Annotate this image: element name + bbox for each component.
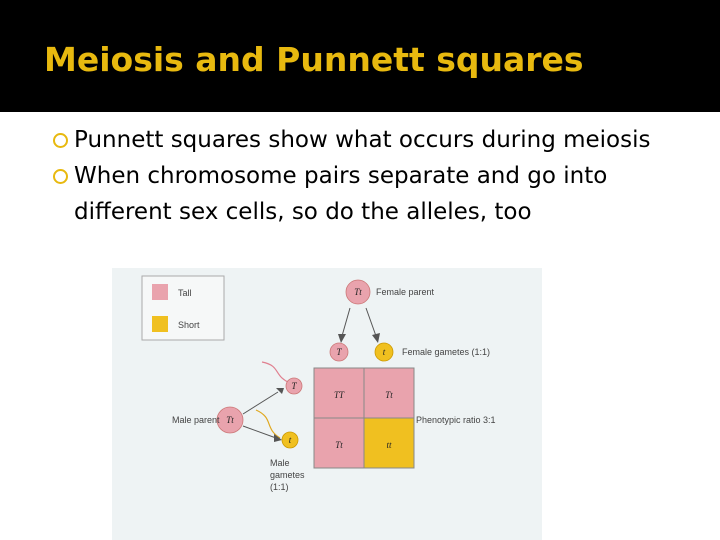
female-arrowhead-left (338, 334, 346, 343)
legend-short-swatch (152, 316, 168, 332)
female-gamete-T (329, 342, 349, 362)
female-parent-label: Female parent (376, 287, 435, 297)
sperm-tail-t (255, 409, 281, 439)
female-gamete-t-label: t (383, 347, 386, 357)
female-arrow-left (341, 307, 351, 337)
grid-cell-Tt-top (363, 367, 415, 419)
phenotypic-ratio-label: Phenotypic ratio 3:1 (416, 415, 496, 425)
bullet-item: Punnett squares show what occurs during … (52, 122, 692, 158)
male-arrow-down (242, 425, 277, 439)
title-bar (0, 0, 720, 112)
male-parent-circle (216, 406, 244, 434)
male-parent-label: Male parent (172, 415, 220, 425)
female-gamete-T-label: T (336, 347, 342, 357)
male-gametes-label-line1: Male (270, 458, 290, 468)
male-gamete-t-label: t (289, 435, 292, 445)
female-gamete-t (374, 342, 394, 362)
male-gamete-T-label: T (291, 381, 297, 391)
female-arrowhead-right (372, 333, 380, 343)
grid-cell-Tt-top-label: Tt (385, 390, 393, 400)
bullet-circle-icon (53, 133, 68, 148)
grid-cell-Tt-bottom-label: Tt (335, 440, 343, 450)
female-gametes-label: Female gametes (1:1) (402, 347, 490, 357)
male-arrowhead-down (274, 434, 282, 442)
male-gamete-T (285, 377, 303, 395)
legend-tall-swatch (152, 284, 168, 300)
bullet-circle-icon (53, 169, 68, 184)
slide-title: Meiosis and Punnett squares (44, 40, 584, 79)
bullet-text: When chromosome pairs separate and go in… (74, 163, 608, 225)
punnett-figure: Tall Short Tt Female parent T t Female g… (112, 268, 542, 540)
grid-cell-TT (313, 367, 365, 419)
grid-cell-TT-label: TT (334, 390, 345, 400)
bullet-list: Punnett squares show what occurs during … (52, 122, 692, 230)
grid-cell-tt-label: tt (386, 440, 392, 450)
male-parent-genotype: Tt (226, 415, 234, 425)
bullet-text: Punnett squares show what occurs during … (74, 127, 651, 153)
male-gametes-label-line2: gametes (270, 470, 305, 480)
female-arrow-right (365, 307, 377, 337)
female-parent-circle (345, 279, 371, 305)
male-arrow-up (242, 391, 279, 415)
legend-tall-label: Tall (178, 288, 192, 298)
legend-short-label: Short (178, 320, 200, 330)
grid-cell-tt (363, 417, 415, 469)
female-parent-genotype: Tt (354, 287, 362, 297)
bullet-item: When chromosome pairs separate and go in… (52, 158, 692, 230)
male-gametes-label-line3: (1:1) (270, 482, 289, 492)
punnett-diagram: Tall Short Tt Female parent T t Female g… (141, 275, 496, 492)
male-arrowhead-up (276, 388, 284, 394)
